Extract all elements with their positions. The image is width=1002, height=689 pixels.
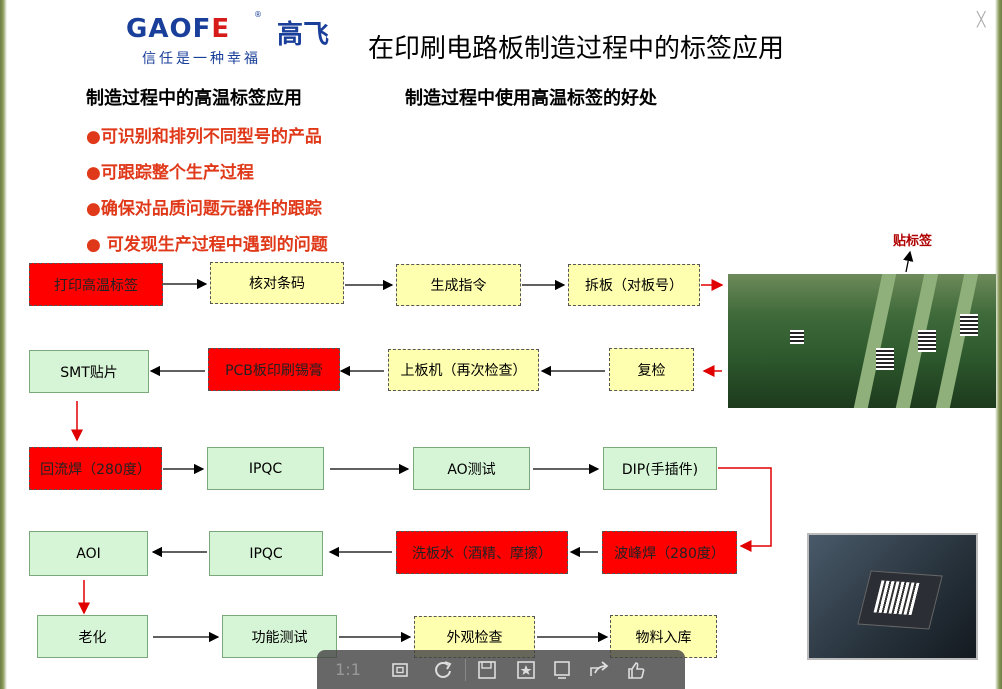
flow-step-aoi: AOI	[29, 531, 148, 576]
flow-step-print-label: 打印高温标签	[29, 263, 163, 306]
save-icon[interactable]	[466, 650, 508, 689]
flow-step-wash: 洗板水（酒精、摩擦）	[396, 531, 568, 574]
flow-step-generate-command: 生成指令	[396, 264, 521, 306]
subtitle-left: 制造过程中的高温标签应用	[86, 88, 302, 109]
subtitle-right: 制造过程中使用高温标签的好处	[405, 88, 657, 109]
bullet-item: ●确保对品质问题元器件的跟踪	[86, 199, 322, 219]
screen-icon[interactable]	[544, 650, 580, 689]
share-icon[interactable]	[580, 650, 618, 689]
actual-size-button[interactable]: 1:1	[335, 660, 361, 679]
flow-step-recheck: 复检	[609, 348, 694, 391]
flow-step-solder-paste: PCB板印刷锡膏	[208, 348, 340, 391]
flow-step-smt: SMT贴片	[29, 350, 149, 393]
flow-step-wave-solder: 波峰焊（280度）	[602, 531, 737, 574]
flow-step-split-board: 拆板（对板号）	[568, 264, 700, 306]
flow-step-ipqc-2: IPQC	[209, 531, 323, 576]
viewer-toolbar: 1:1	[317, 650, 685, 689]
flow-step-loader-recheck: 上板机（再次检查）	[388, 349, 539, 391]
bullet-item: ●可识别和排列不同型号的产品	[86, 127, 322, 147]
bullet-item: ●可跟踪整个生产过程	[86, 163, 254, 183]
toolbar-divider	[465, 658, 466, 681]
photo-label-note: 贴标签	[893, 234, 933, 249]
slide-title: 在印刷电路板制造过程中的标签应用	[368, 34, 785, 64]
flow-step-aging: 老化	[37, 615, 148, 658]
fit-window-icon[interactable]	[379, 650, 421, 689]
bullet-item: ● 可发现生产过程中遇到的问题	[86, 235, 328, 255]
flow-step-dip: DIP(手插件)	[603, 447, 717, 490]
logo-brand-cn: 高飞	[277, 20, 330, 50]
close-icon[interactable]: ╳	[977, 12, 986, 28]
chip-label-photo	[807, 533, 978, 660]
flow-step-function-test: 功能测试	[222, 615, 337, 658]
like-icon[interactable]	[618, 650, 654, 689]
logo-slogan: 信任是一种幸福	[142, 51, 261, 67]
logo-registered-mark: ®	[254, 10, 262, 19]
favorite-icon[interactable]	[508, 650, 544, 689]
rotate-icon[interactable]	[421, 650, 465, 689]
logo-brand-en: GAOFE	[126, 14, 231, 44]
pcb-label-photo	[728, 274, 996, 408]
flow-step-ipqc: IPQC	[207, 447, 324, 490]
flow-step-reflow: 回流焊（280度）	[29, 447, 162, 490]
flow-step-ao-test: AO测试	[413, 447, 530, 490]
flow-step-verify-barcode: 核对条码	[210, 262, 344, 304]
